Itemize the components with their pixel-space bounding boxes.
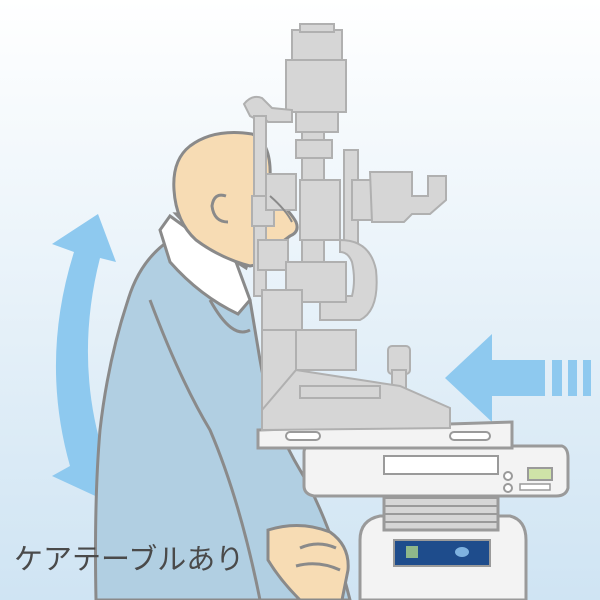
suit-body xyxy=(94,238,352,600)
care-table xyxy=(256,420,570,600)
slit-lamp-device xyxy=(242,23,451,432)
vertical-arrow-icon xyxy=(52,214,118,500)
left-arrow-icon xyxy=(445,334,591,422)
patient-face-detail xyxy=(269,195,293,223)
caption-text: ケアテーブルあり xyxy=(14,542,245,576)
